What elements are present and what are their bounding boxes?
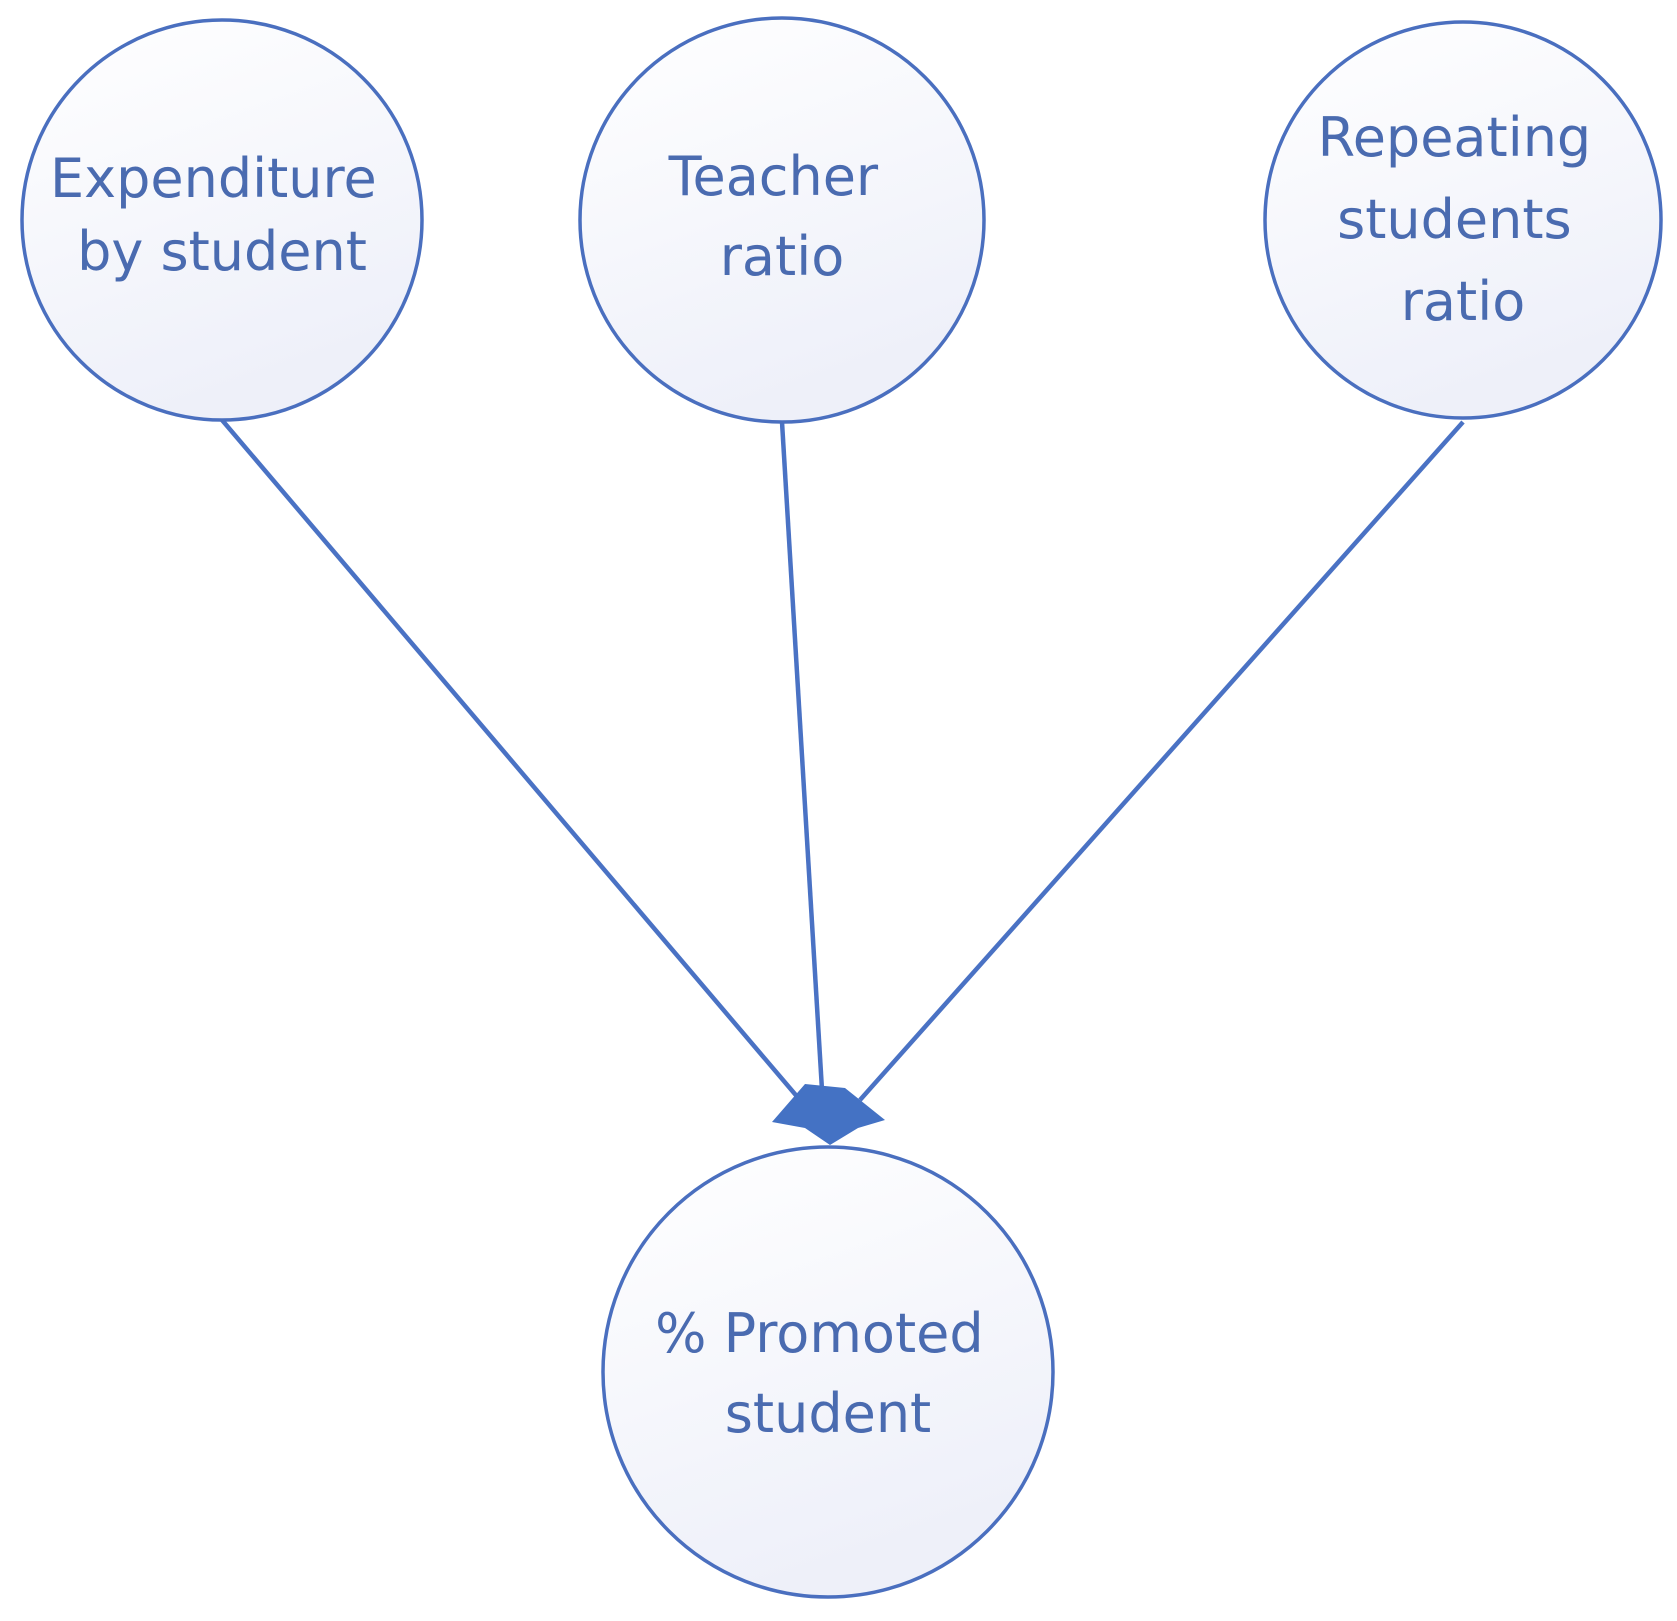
arrowheads [772, 1084, 885, 1145]
node-circle [578, 16, 986, 424]
node-circle [1263, 20, 1663, 420]
node-expenditure: Expenditure by student [20, 18, 424, 422]
node-promoted: % Promoted student [601, 1145, 1055, 1599]
node-label: Repeating students ratio [1318, 106, 1609, 333]
node-label: % Promoted student [655, 1302, 1001, 1445]
node-circle [601, 1145, 1055, 1599]
arrowhead-icon [772, 1084, 885, 1145]
node-label: Expenditure by student [50, 147, 394, 283]
edge-repeating-to-promoted [858, 420, 1465, 1102]
node-repeating: Repeating students ratio [1263, 20, 1663, 420]
edges [220, 418, 1465, 1102]
node-label: Teacher ratio [668, 145, 896, 288]
edge-teacher-to-promoted [779, 421, 825, 1091]
node-circle [20, 18, 424, 422]
edge-expenditure-to-promoted [220, 418, 802, 1102]
node-teacher: Teacher ratio [578, 16, 986, 424]
